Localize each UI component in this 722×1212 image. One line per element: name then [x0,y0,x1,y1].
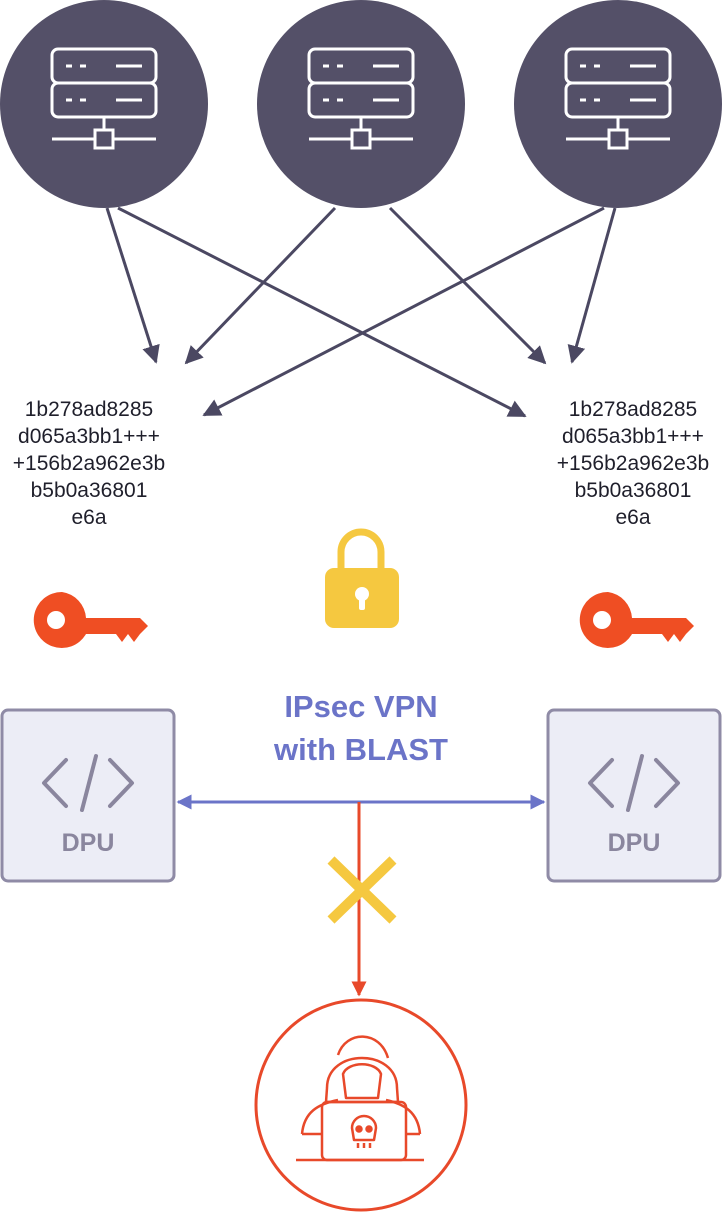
right-key-icon [579,591,694,648]
right-key-line: b5b0a36801 [575,479,692,502]
left-key-text-block: 1b278ad8285 d065a3bb1+++ +156b2a962e3b b… [13,398,165,529]
hacker-icon [296,1035,424,1162]
server-node [0,0,208,208]
left-key-icon [33,591,149,648]
left-key-line: +156b2a962e3b [13,452,165,475]
left-key-line: 1b278ad8285 [25,398,153,421]
right-dpu-label: DPU [608,829,661,857]
vpn-title-line2: with BLAST [273,732,448,767]
server-connections [105,206,617,418]
connector-arrow [105,207,160,364]
vpn-title-line1: IPsec VPN [284,689,437,724]
right-key-line: +156b2a962e3b [557,452,709,475]
server-node [514,0,722,208]
attacker-node [254,998,468,1212]
connector-arrow [567,207,617,364]
left-dpu-label: DPU [62,829,115,857]
padlock-icon [325,528,399,628]
connector-arrow [388,206,547,365]
left-key-line: e6a [71,506,106,529]
connector-arrow [202,206,605,417]
code-icon [42,754,134,812]
left-key-line: d065a3bb1+++ [18,425,160,448]
cross-icon [327,856,397,924]
right-key-text-block: 1b278ad8285 d065a3bb1+++ +156b2a962e3b b… [557,398,709,529]
left-key-line: b5b0a36801 [31,479,148,502]
server-node [257,0,465,208]
right-dpu-box: DPU [546,708,722,883]
connector-arrow [184,206,337,365]
right-key-line: e6a [615,506,650,529]
code-icon [588,754,680,812]
right-key-line: 1b278ad8285 [569,398,697,421]
right-key-line: d065a3bb1+++ [562,425,704,448]
left-dpu-box: DPU [0,708,176,883]
connector-arrow [117,206,527,418]
